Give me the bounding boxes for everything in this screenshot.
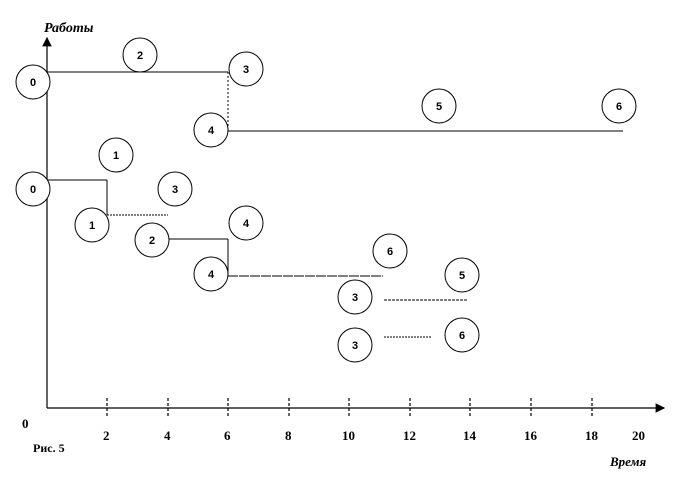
node-number: 3: [243, 64, 249, 76]
node-number: 6: [459, 330, 465, 342]
y-axis-label: Работы: [44, 21, 94, 36]
node-number: 5: [459, 270, 465, 282]
node-6-middle: 6: [372, 233, 408, 269]
node-6-bottom: 6: [444, 317, 480, 353]
node-6-top: 6: [601, 88, 637, 124]
tick-label: 20: [632, 428, 645, 443]
node-3-top: 3: [228, 51, 264, 87]
node-3-upper: 3: [157, 171, 193, 207]
node-number: 1: [89, 220, 95, 232]
node-number: 4: [208, 269, 215, 281]
node-number: 3: [352, 340, 358, 352]
x-tick-labels: 2 4 6 8 10 12 14 16 18 20: [103, 428, 645, 443]
tick-label: 16: [524, 428, 538, 443]
tick-label: 8: [285, 428, 292, 443]
node-number: 2: [137, 50, 143, 62]
node-number: 4: [243, 218, 250, 230]
tick-label: 14: [463, 428, 477, 443]
node-number: 5: [436, 101, 442, 113]
top-schedule-lines: [47, 71, 623, 132]
node-3-middle: 3: [337, 279, 373, 315]
node-4-lower: 4: [193, 256, 229, 292]
node-4-top: 4: [193, 112, 229, 148]
figure-caption: Рис. 5: [33, 441, 65, 455]
tick-label: 10: [342, 428, 355, 443]
node-number: 6: [387, 246, 393, 258]
x-axis-label: Время: [609, 454, 647, 469]
node-3-bottom: 3: [337, 327, 373, 363]
tick-label: 18: [585, 428, 599, 443]
node-number: 1: [113, 150, 119, 162]
node-number: 4: [208, 125, 215, 137]
node-1-lower: 1: [74, 207, 110, 243]
node-5-middle: 5: [444, 257, 480, 293]
node-number: 2: [149, 235, 155, 247]
node-number: 3: [352, 292, 358, 304]
node-number: 0: [30, 77, 36, 89]
node-number: 0: [30, 184, 36, 196]
node-5-top: 5: [421, 88, 457, 124]
lower-schedule-lines: [47, 179, 467, 338]
tick-label: 4: [164, 428, 171, 443]
tick-label: 2: [103, 428, 110, 443]
node-4-upper: 4: [228, 205, 264, 241]
origin-label: 0: [22, 416, 29, 431]
x-ticks: [106, 398, 593, 418]
node-2-lower: 2: [134, 222, 170, 258]
node-2-top: 2: [122, 37, 158, 73]
node-number: 6: [616, 101, 622, 113]
node-1-upper: 1: [98, 137, 134, 173]
tick-label: 12: [403, 428, 416, 443]
tick-label: 6: [224, 428, 231, 443]
node-number: 3: [172, 184, 178, 196]
node-0-lower: 0: [15, 171, 51, 207]
node-0-top: 0: [15, 64, 51, 100]
